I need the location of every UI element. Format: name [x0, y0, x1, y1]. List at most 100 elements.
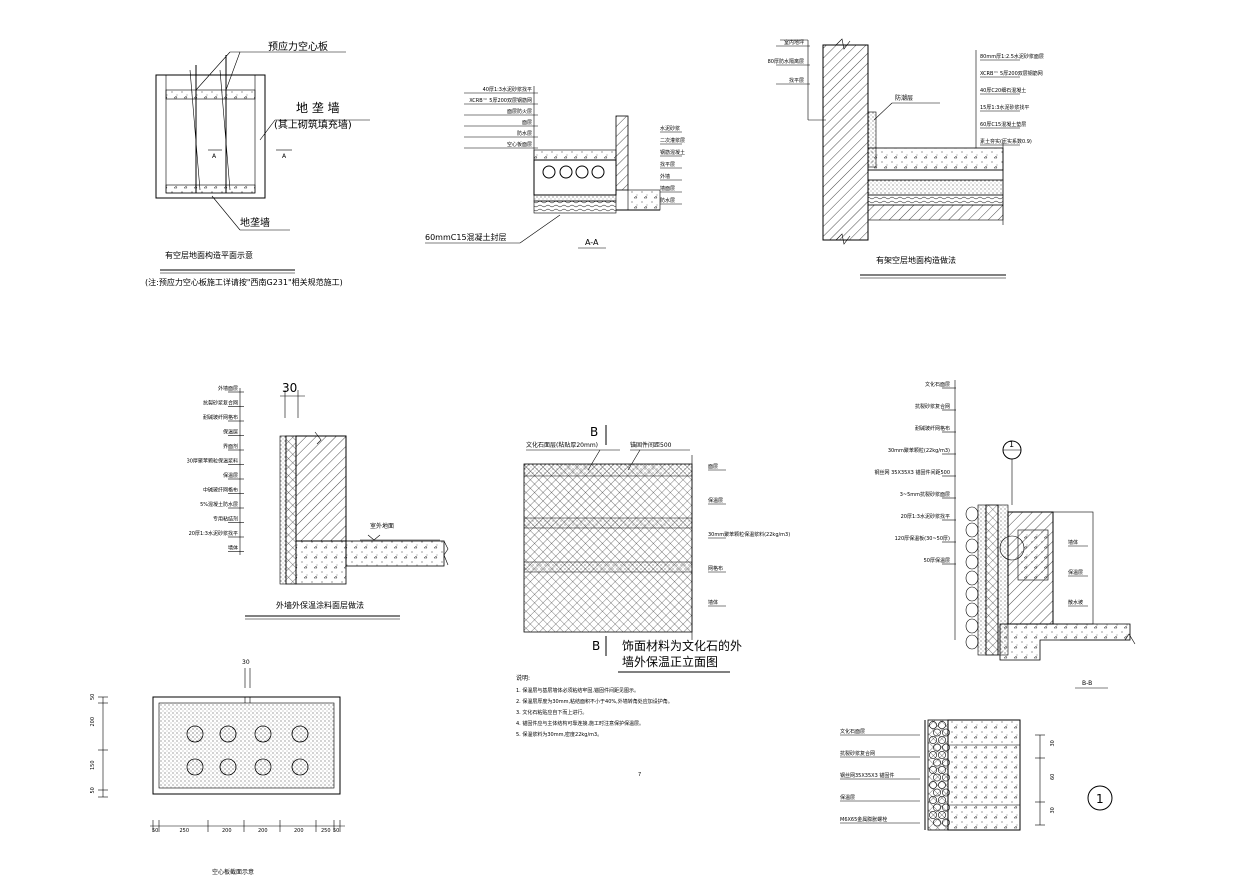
pebble: [933, 788, 941, 797]
d4-callout-7: 保温层: [223, 472, 238, 479]
note-line-2: 2. 保温层厚度为30mm,粘结面积不小于40%,外墙转角处应加设护角。: [516, 698, 673, 705]
pebble: [938, 766, 946, 774]
d3-right-callout-4: 15厚1:3水泥砂浆找平: [980, 104, 1029, 111]
pebble: [933, 773, 941, 782]
pebble: [929, 736, 937, 744]
callout-stone-top-right: 锚固件间距500: [630, 441, 672, 449]
pebble: [938, 781, 946, 789]
pebble: [929, 796, 937, 804]
culture-stone: [965, 618, 979, 634]
d2-right-callout-1: 水泥砂浆: [660, 125, 680, 132]
d7-hdim-3: 200: [222, 828, 232, 834]
culture-stone-pebbles: [929, 721, 950, 827]
dim-30-detail-4: 30: [282, 381, 297, 395]
d6-callout-5: 钢丝网 35X35X3 锚固件间距500: [875, 469, 950, 476]
d4-callout-12: 墙体: [228, 545, 238, 552]
section-mark-a2: A: [282, 153, 287, 160]
d4-callout-3: 耐碱玻纤网格布: [203, 414, 238, 421]
d4-callout-11: 20厚1:3水泥砂浆找平: [189, 530, 238, 537]
label-c15-layer: 60mmC15混凝土封层: [425, 232, 507, 242]
d3-left-callout-3: 找平层: [789, 77, 804, 84]
pebble: [933, 803, 941, 812]
pebble: [933, 743, 941, 752]
d8-callout-1: 文化石面层: [840, 728, 865, 735]
pebble: [929, 721, 937, 729]
board-hole: [219, 758, 237, 776]
d8-dim-1: 30: [1050, 740, 1056, 746]
d3-right-callout-1: 80mm厚1:2.5水泥砂浆面层: [980, 53, 1044, 60]
d3-left-callout-1: 室内地坪: [784, 39, 804, 46]
caption-detail-1: 有空层地面构造平面示意: [165, 250, 253, 260]
section-label-bb: B-B: [1082, 680, 1092, 687]
d2-left-callout-1: 40厚1:3水泥砂浆找平: [483, 86, 532, 93]
d7-vdim-2: 200: [90, 717, 96, 727]
d5-right-callout-4: 网格布: [708, 565, 723, 572]
board-hole: [254, 758, 272, 776]
d4-callout-8: 中碱玻纤网格布: [203, 487, 238, 494]
culture-stone: [965, 570, 979, 586]
board-hole: [291, 725, 309, 743]
note-line-3: 3. 文化石粘贴应自下而上进行。: [516, 709, 587, 716]
d7-vdim-3: 150: [90, 760, 96, 770]
d2-left-callout-3: 面层防火层: [507, 108, 532, 115]
caption-detail-7: 空心板截面示意: [212, 868, 254, 876]
d8-callout-4: 保温层: [840, 794, 855, 801]
pebble: [929, 781, 937, 789]
d7-hdim-1: 50: [152, 828, 158, 834]
label-outdoor-ground: 室外地面: [370, 522, 394, 530]
d5-right-callout-2: 保温层: [708, 497, 723, 504]
d8-callout-3: 钢丝网35X35X3 锚固件: [840, 772, 894, 779]
d4-callout-10: 专用粘结剂: [213, 516, 238, 523]
d6-callout-8: 120厚保温板(30~50厚): [895, 535, 950, 542]
board-hole: [254, 725, 272, 743]
d7-vdim-4: 50: [90, 787, 96, 793]
d2-left-callout-6: 空心板面层: [507, 141, 532, 148]
dim-top-detail-7: 30: [242, 659, 250, 666]
culture-stone: [965, 522, 979, 538]
title-line-2: 墙外保温正立面图: [622, 654, 718, 669]
detail-5-notes: 1. 保温层与基层墙体必须粘结牢固,锚固件间距见图示。 2. 保温层厚度为30mm…: [516, 687, 673, 738]
d4-callout-4: 保温层: [223, 429, 238, 436]
d7-hdim-2: 250: [180, 828, 190, 834]
board-hole: [291, 758, 309, 776]
d8-callout-2: 抗裂砂浆复合网: [840, 750, 875, 757]
d5-right-callout-1: 面层: [708, 464, 718, 470]
d3-left-callout-2: 80厚防水隔离层: [768, 58, 804, 65]
culture-stone: [965, 634, 979, 650]
d6-callout-3: 耐碱玻纤网格布: [915, 425, 950, 432]
d4-callout-1: 外墙面层: [218, 385, 238, 392]
detail-6-section-bb: 1 文化石面层抗裂砂浆复合网耐碱玻纤网格布30mm聚苯颗粒(22kg/m3)钢丝…: [875, 380, 1136, 689]
d4-callout-9: 5%混凝土防水层: [200, 501, 238, 508]
d6-right-callout-3: 散水坡: [1068, 599, 1083, 606]
culture-stone: [965, 586, 979, 602]
pebble: [938, 721, 946, 729]
d6-right-callout-2: 保温层: [1068, 569, 1083, 576]
d7-hdim-4: 200: [258, 828, 268, 834]
page-number: 7: [638, 772, 641, 778]
d2-left-callout-4: 面层: [522, 120, 532, 126]
d2-right-callout-5: 外墙: [660, 173, 670, 180]
d2-right-callout-6: 墙面层: [660, 185, 675, 192]
pebble: [938, 796, 946, 804]
detail-4-external-insulation-paint: 30 室外地面 外墙面层抗裂砂浆复合网耐碱玻纤网格布保温层界面剂30厚聚苯颗粒保…: [187, 381, 449, 620]
section-mark-b-top: B: [590, 425, 598, 439]
d2-left-callout-5: 防水层: [517, 130, 532, 137]
d7-hdim-5: 200: [294, 828, 304, 834]
pebble: [929, 766, 937, 774]
note-detail-1: (注:预应力空心板施工详请按"西南G231"相关规范施工): [145, 277, 343, 287]
detail-5-culture-stone-elevation: B 文化石面层(粘贴厚20mm) 锚固件间距500 面层保温层30mm聚苯颗粒保…: [516, 425, 790, 778]
section-mark-a1: A: [212, 153, 217, 160]
note-line-1: 1. 保温层与基层墙体必须粘结牢固,锚固件间距见图示。: [516, 687, 639, 694]
d7-hdim-6: 250: [321, 828, 331, 834]
detail-1-plan: 预应力空心板 地 垄 墙 (其上砌筑填充墙) A A 地垄墙 有空层地面构造平面…: [145, 40, 370, 287]
